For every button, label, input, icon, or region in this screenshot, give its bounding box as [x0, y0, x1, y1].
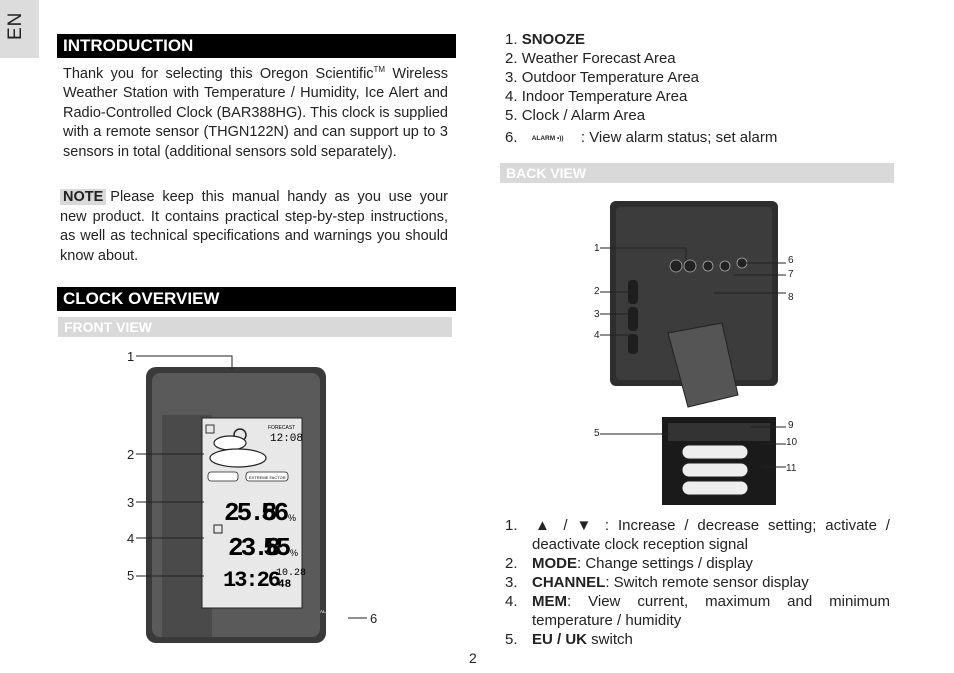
front-view-diagram: FORECAST 12:08 EXTREME FACTOR 25.8 56 % … — [136, 355, 367, 643]
up-arrow-icon: ▲ — [535, 517, 555, 534]
language-tab: EN — [0, 0, 39, 58]
clock-overview-heading: CLOCK OVERVIEW — [57, 287, 456, 311]
channel-button — [719, 260, 731, 272]
mem-button — [736, 257, 748, 269]
trademark-mark: TM — [373, 65, 386, 74]
front-callout-5: 5 — [127, 568, 135, 583]
forecast-label: FORECAST — [268, 425, 295, 431]
down-arrow-icon: ▼ — [576, 517, 597, 534]
battery-2 — [681, 462, 749, 478]
house-icon — [213, 524, 223, 534]
back-legend-item-5: 5. EU / UK switch — [505, 631, 633, 648]
clock-date-top: 10.28 — [276, 568, 306, 579]
cloud-icon — [213, 435, 247, 451]
outdoor-humidity-readout: 56 — [261, 498, 289, 528]
clock-time-readout: 13:26 — [223, 568, 280, 593]
back-callout-8: 8 — [788, 292, 794, 303]
back-view-legend: 1. ▲ / ▼ : Increase / decrease setting; … — [505, 516, 890, 649]
front-callout-2: 2 — [127, 447, 135, 462]
back-view-diagram — [600, 201, 786, 505]
down-button — [683, 259, 697, 273]
intro-text-a: Thank you for selecting this Oregon Scie… — [63, 65, 374, 82]
outdoor-pct-unit: % — [288, 513, 296, 523]
back-view-label: BACK VIEW — [500, 163, 894, 183]
back-callout-11: 11 — [786, 463, 797, 474]
note-label: NOTE — [60, 189, 107, 205]
battery-3 — [681, 480, 749, 496]
front-callout-1: 1 — [127, 349, 135, 364]
back-legend-item-4: 4. MEM: View current, maximum and minimu… — [505, 593, 890, 629]
up-button — [669, 259, 683, 273]
front-view-legend: 1. SNOOZE 2. Weather Forecast Area 3. Ou… — [505, 30, 895, 148]
extreme-factor-label: EXTREME FACTOR — [249, 475, 286, 480]
legend-item-6: 6. ALARM •)) : View alarm status; set al… — [505, 129, 778, 146]
indoor-temp-readout: 23.8 — [228, 533, 281, 563]
legend-item-4: 4. Indoor Temperature Area — [505, 88, 688, 105]
front-callout-3: 3 — [127, 495, 135, 510]
back-legend-item-1: 1. ▲ / ▼ : Increase / decrease setting; … — [505, 517, 890, 553]
indoor-pct-unit: % — [290, 548, 298, 558]
back-callout-4: 4 — [594, 330, 600, 341]
legend-item-1: 1. SNOOZE — [505, 31, 586, 48]
back-callout-2: 2 — [594, 286, 600, 297]
device-stand — [667, 322, 739, 408]
legend-item-2: 2. Weather Forecast Area — [505, 50, 676, 67]
outdoor-temp-readout: 25.8 — [224, 498, 277, 528]
indoor-humidity-readout: 55 — [263, 533, 291, 563]
back-callout-1: 1 — [594, 243, 600, 254]
legend-item-5: 5. Clock / Alarm Area — [505, 107, 646, 124]
legend-item-3: 3. Outdoor Temperature Area — [505, 69, 700, 86]
page-number: 2 — [469, 650, 477, 666]
mode-button — [702, 260, 714, 272]
back-callout-5: 5 — [594, 428, 600, 439]
front-callout-6: 6 — [370, 611, 378, 626]
forecast-clock: 12:08 — [270, 433, 303, 445]
back-callout-7: 7 — [788, 269, 794, 280]
back-legend-item-2: 2. MODE: Change settings / display — [505, 555, 753, 572]
eu-uk-switch — [668, 423, 770, 441]
back-legend-item-3: 3. CHANNEL: Switch remote sensor display — [505, 574, 809, 591]
back-callout-3: 3 — [594, 309, 600, 320]
intro-text-b: Wireless Weather Station with Temperatur… — [63, 65, 448, 160]
introduction-heading: INTRODUCTION — [57, 34, 456, 58]
introduction-paragraph: Thank you for selecting this Oregon Scie… — [63, 60, 448, 162]
language-label: EN — [5, 11, 26, 40]
cloud-icon — [209, 448, 267, 468]
front-view-label: FRONT VIEW — [58, 317, 452, 337]
alarm-body-label: ALARM — [320, 609, 336, 614]
back-callout-9: 9 — [788, 420, 794, 431]
battery-1 — [681, 444, 749, 460]
alarm-icon: ALARM •)) — [531, 134, 564, 142]
back-callout-10: 10 — [786, 437, 798, 448]
note-text: Please keep this manual handy as you use… — [60, 189, 448, 264]
back-callout-6: 6 — [788, 255, 794, 266]
front-callout-4: 4 — [127, 531, 135, 546]
clock-date-bottom: 48 — [278, 579, 292, 591]
